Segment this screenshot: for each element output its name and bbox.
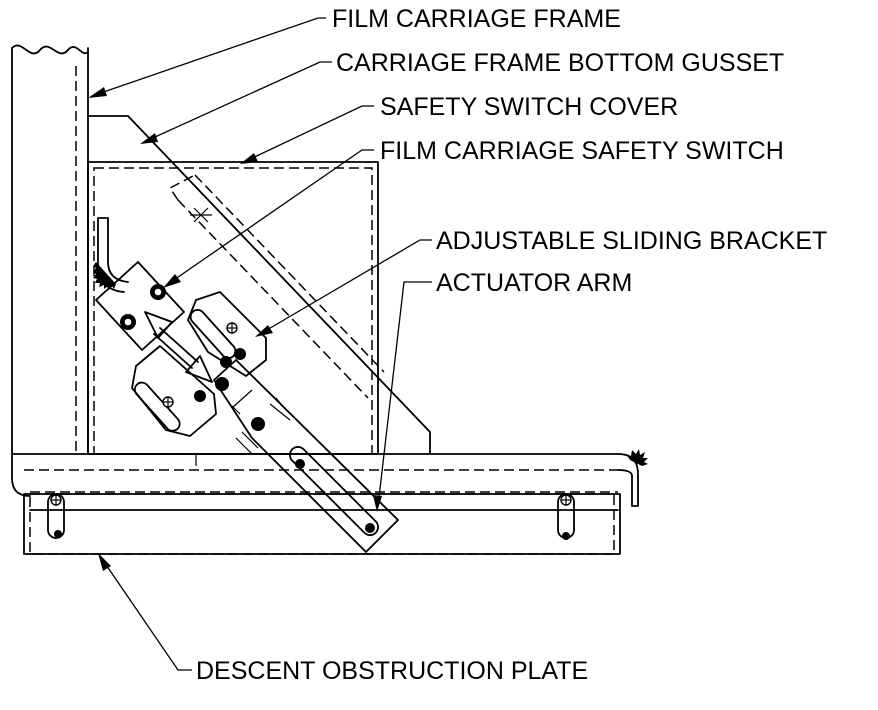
leader-safety-switch-cover xyxy=(240,105,374,164)
leader-actuator-arm xyxy=(373,281,432,512)
film-carriage-frame xyxy=(11,44,89,497)
bolt-symbol xyxy=(190,207,212,223)
actuator-arm xyxy=(213,359,399,553)
label-descent-obstruction-plate: DESCENT OBSTRUCTION PLATE xyxy=(196,657,588,685)
leader-descent-obstruction-plate xyxy=(98,553,192,671)
adjustable-sliding-bracket xyxy=(131,291,267,437)
label-safety-switch-cover: SAFETY SWITCH COVER xyxy=(380,93,678,121)
bottom-frame-member xyxy=(11,449,648,511)
leader-adjustable-sliding-bracket xyxy=(255,239,432,337)
switch-cable xyxy=(93,217,129,293)
label-adjustable-sliding-bracket: ADJUSTABLE SLIDING BRACKET xyxy=(436,227,827,255)
label-film-carriage-safety-switch: FILM CARRIAGE SAFETY SWITCH xyxy=(380,137,784,165)
label-film-carriage-frame: FILM CARRIAGE FRAME xyxy=(332,5,621,33)
leader-film-carriage-frame xyxy=(88,17,326,98)
label-actuator-arm: ACTUATOR ARM xyxy=(436,269,632,297)
leader-film-carriage-safety-switch xyxy=(163,149,374,288)
adjustment-arrow xyxy=(144,311,213,383)
safety-switch-cover xyxy=(87,161,379,466)
label-carriage-frame-bottom-gusset: CARRIAGE FRAME BOTTOM GUSSET xyxy=(336,49,784,77)
leader-carriage-frame-bottom-gusset xyxy=(140,61,332,144)
descent-obstruction-plate xyxy=(23,493,621,555)
film-carriage-safety-switch xyxy=(95,261,185,351)
carriage-frame-bottom-gusset xyxy=(87,115,431,455)
